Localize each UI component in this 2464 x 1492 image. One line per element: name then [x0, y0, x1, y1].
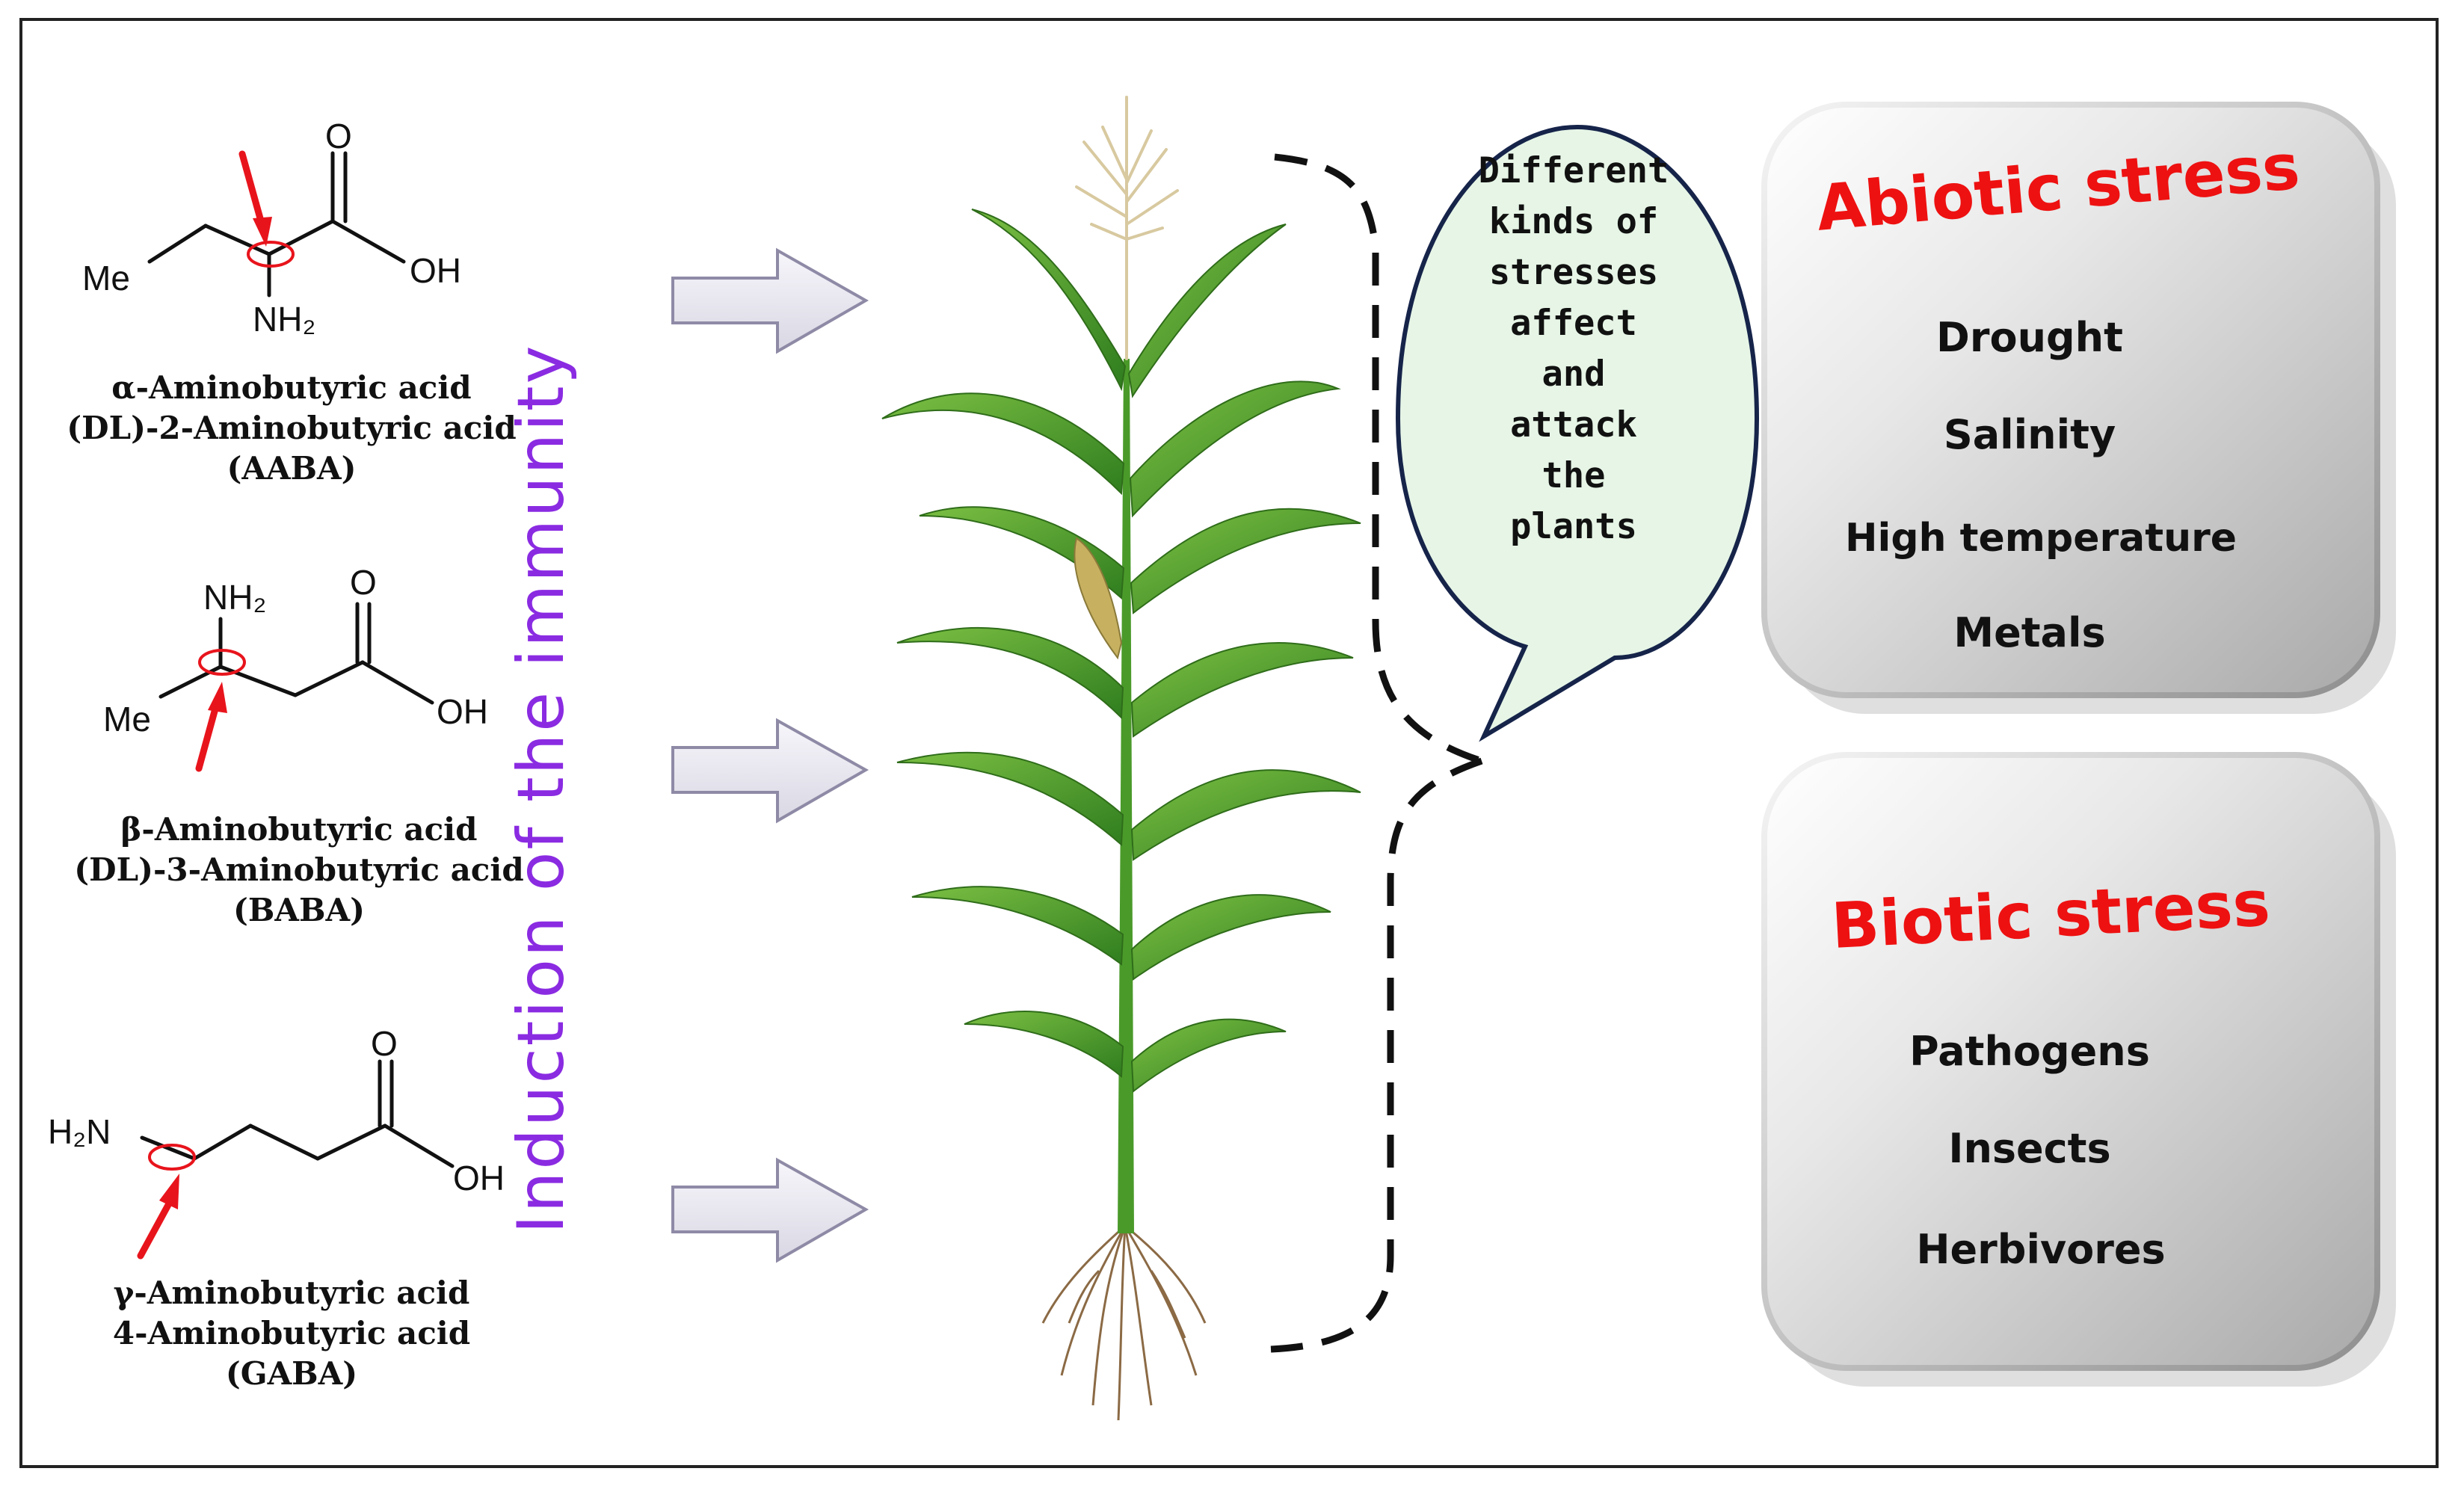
baba-caption-line: (BABA) [233, 892, 365, 928]
bubble-line: Different [1478, 150, 1669, 191]
aaba-oh-label: OH [410, 251, 461, 290]
bubble-line: and [1541, 354, 1606, 395]
gaba-caption: γ-Aminobutyric acid 4-Aminobutyric acid … [22, 1273, 561, 1394]
dashed-brace-upper [1274, 153, 1483, 765]
baba-structure [158, 602, 434, 705]
abiotic-box [1761, 102, 2380, 698]
corn-plant-illustration [881, 96, 1361, 1421]
baba-chiral-circle [198, 649, 246, 676]
plant-tassel [1075, 96, 1179, 360]
baba-o-label: O [350, 563, 377, 602]
aaba-chiral-circle [247, 241, 295, 268]
baba-oh-label: OH [437, 692, 488, 731]
gaba-amine-label: H₂N [48, 1112, 111, 1151]
abiotic-item-metals: Metals [1953, 609, 2106, 656]
baba-atom-labels: NH₂ O Me OH [103, 563, 488, 739]
figure-frame [19, 18, 2439, 1468]
block-arrow-3 [671, 1157, 869, 1263]
biotic-item-insects: Insects [1948, 1125, 2111, 1172]
plant-corn-ear [1074, 537, 1123, 660]
gaba-atom-labels: H₂N O OH [48, 1024, 505, 1197]
gaba-caption-line: (GABA) [225, 1355, 358, 1392]
bubble-line: kinds of [1488, 201, 1659, 242]
biotic-item-herbivores: Herbivores [1916, 1226, 2166, 1273]
bubble-text: Different kinds of stresses affect and a… [1447, 146, 1701, 552]
gaba-caption-line: 4-Aminobutyric acid [112, 1315, 471, 1351]
aaba-red-arrow [238, 150, 272, 247]
dashed-brace-lower [1270, 757, 1483, 1353]
aaba-caption-line: (AABA) [227, 450, 357, 487]
gaba-chiral-circle [148, 1144, 196, 1171]
abiotic-item-salinity: Salinity [1943, 411, 2116, 458]
abiotic-item-high-temperature: High temperature [1844, 516, 2237, 561]
plant-roots [1041, 1224, 1207, 1421]
baba-caption-line: (DL)-3-Aminobutyric acid [74, 851, 524, 888]
gaba-red-arrow [137, 1174, 179, 1260]
aaba-caption-line: (DL)-2-Aminobutyric acid [67, 410, 517, 446]
block-arrow-1 [671, 247, 869, 354]
bubble-line: stresses [1488, 252, 1659, 293]
baba-caption-line: β-Aminobutyric acid [120, 811, 478, 848]
aaba-me-label: Me [82, 259, 130, 298]
block-arrow-2 [671, 718, 869, 824]
abiotic-item-drought: Drought [1936, 314, 2123, 361]
plant-leaves [881, 209, 1361, 1093]
aaba-caption-line: α-Aminobutyric acid [111, 369, 472, 406]
induction-title: Induction of the immunity [504, 343, 579, 1234]
gaba-caption-line: γ-Aminobutyric acid [113, 1274, 470, 1311]
baba-amine-label: NH₂ [203, 578, 266, 617]
bubble-line: plants [1510, 506, 1637, 547]
bubble-line: attack [1510, 404, 1637, 446]
aaba-structure [147, 151, 406, 298]
aaba-amine-label: NH₂ [253, 300, 315, 339]
plant-stalk [1118, 359, 1134, 1233]
biotic-box [1761, 752, 2380, 1371]
speech-bubble [1395, 124, 1760, 742]
baba-me-label: Me [103, 700, 151, 739]
gaba-o-label: O [371, 1024, 398, 1063]
gaba-structure [140, 1059, 455, 1168]
baba-red-arrow [195, 682, 227, 772]
bubble-line: affect [1510, 303, 1637, 344]
biotic-item-pathogens: Pathogens [1909, 1028, 2150, 1075]
baba-caption: β-Aminobutyric acid (DL)-3-Aminobutyric … [30, 810, 568, 931]
gaba-oh-label: OH [453, 1159, 505, 1197]
aaba-o-label: O [325, 117, 352, 155]
bubble-line: the [1541, 455, 1606, 496]
aaba-caption: α-Aminobutyric acid (DL)-2-Aminobutyric … [22, 368, 561, 489]
aaba-atom-labels: Me O OH NH₂ [82, 117, 461, 339]
